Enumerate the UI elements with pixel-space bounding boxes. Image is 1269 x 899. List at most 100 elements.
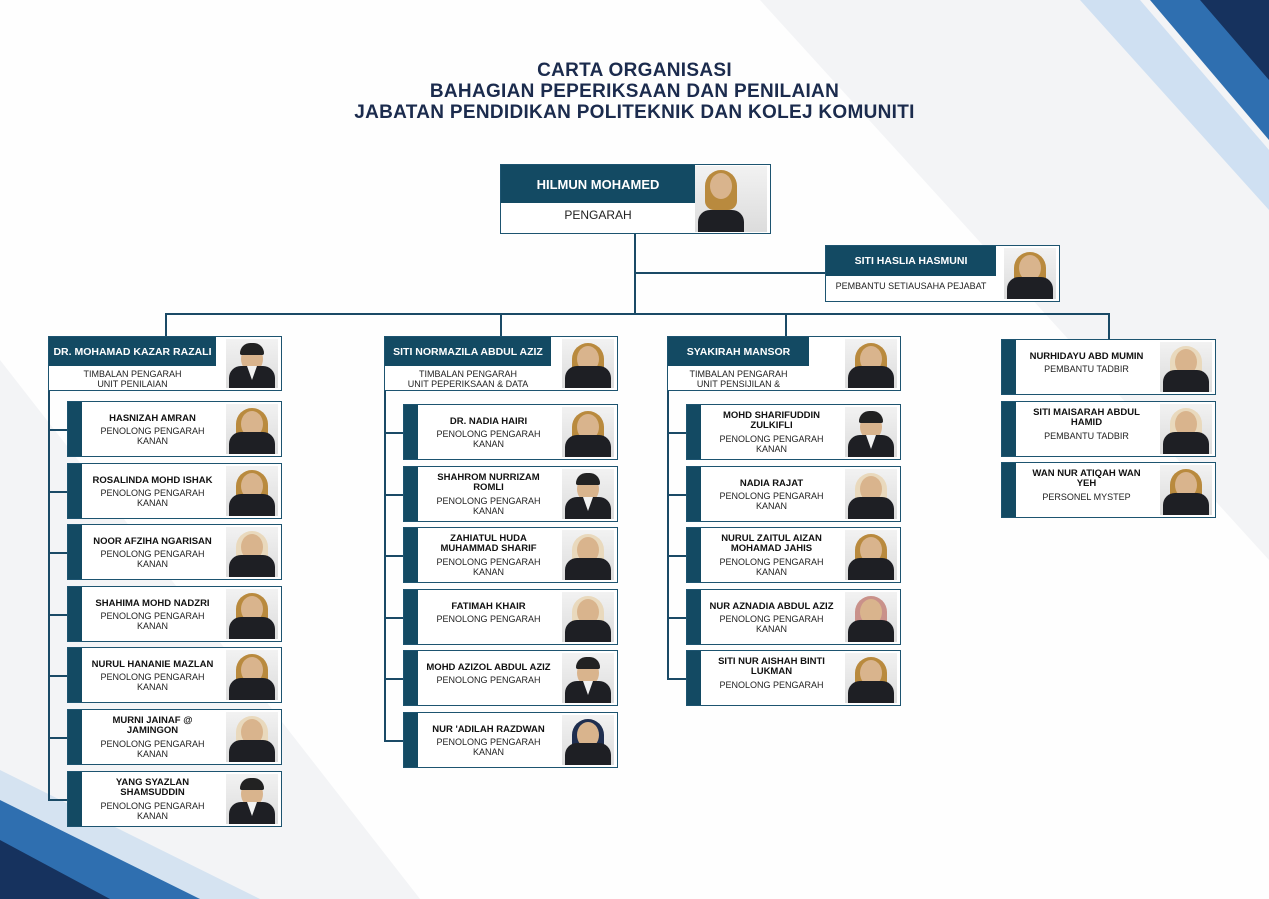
person-photo xyxy=(845,592,897,642)
person-photo xyxy=(845,469,897,519)
staff-card[interactable]: ROSALINDA MOHD ISHAK PENOLONG PENGARAH KA… xyxy=(67,463,282,519)
connector-line xyxy=(384,432,403,434)
card-accent-bar xyxy=(68,772,82,826)
person-photo xyxy=(845,530,897,580)
person-photo xyxy=(226,466,278,516)
card-accent-bar xyxy=(68,525,82,579)
person-photo xyxy=(845,653,897,703)
staff-role: PENOLONG PENGARAH KANAN xyxy=(100,426,205,447)
connector-line xyxy=(667,678,686,680)
person-photo xyxy=(845,407,897,457)
connector-line xyxy=(48,429,67,431)
connector-line xyxy=(384,678,403,680)
deputy-role: TIMBALAN PENGARAH UNIT PENILAIAN xyxy=(83,369,182,390)
connector-line xyxy=(48,737,67,739)
staff-name: ROSALINDA MOHD ISHAK xyxy=(92,475,213,486)
card-accent-bar xyxy=(687,651,701,705)
staff-role: PENOLONG PENGARAH KANAN xyxy=(100,549,205,570)
staff-role: PENOLONG PENGARAH KANAN xyxy=(100,801,205,822)
card-accent-bar xyxy=(687,467,701,521)
person-photo xyxy=(226,712,278,762)
person-photo xyxy=(1160,404,1212,454)
connector-line xyxy=(1108,313,1110,339)
assistant-name: SITI HASLIA HASMUNI xyxy=(826,246,996,276)
card-accent-bar xyxy=(68,587,82,641)
connector-line xyxy=(165,313,1108,315)
person-photo xyxy=(562,715,614,765)
card-accent-bar xyxy=(1002,463,1016,517)
deputy-name: SITI NORMAZILA ABDUL AZIZ xyxy=(385,337,551,366)
person-photo xyxy=(226,774,278,824)
staff-role: PENOLONG PENGARAH xyxy=(719,680,824,690)
card-accent-bar xyxy=(404,528,418,582)
staff-role: PENOLONG PENGARAH KANAN xyxy=(719,491,824,512)
staff-name: SITI NUR AISHAH BINTI LUKMAN xyxy=(718,656,825,678)
deputy-director-card[interactable]: SITI NORMAZILA ABDUL AZIZ TIMBALAN PENGAR… xyxy=(384,336,618,391)
connector-line xyxy=(785,313,787,337)
person-photo xyxy=(562,469,614,519)
card-accent-bar xyxy=(687,405,701,459)
title-line-3: JABATAN PENDIDIKAN POLITEKNIK DAN KOLEJ … xyxy=(354,102,915,123)
staff-card[interactable]: SITI NUR AISHAH BINTI LUKMAN PENOLONG PEN… xyxy=(686,650,901,706)
deputy-name: DR. MOHAMAD KAZAR RAZALI xyxy=(49,337,216,366)
connector-line xyxy=(384,391,386,740)
staff-name: YANG SYAZLAN SHAMSUDDIN xyxy=(115,777,190,799)
deputy-director-card[interactable]: DR. MOHAMAD KAZAR RAZALI TIMBALAN PENGARA… xyxy=(48,336,282,391)
person-photo xyxy=(226,589,278,639)
staff-role: PENOLONG PENGARAH KANAN xyxy=(719,434,824,455)
staff-name: NURUL ZAITUL AIZAN MOHAMAD JAHIS xyxy=(721,533,822,555)
connector-line xyxy=(48,391,50,799)
connector-line xyxy=(48,799,67,801)
deputy-role: TIMBALAN PENGARAH UNIT PEPERIKSAAN & DAT… xyxy=(407,369,529,390)
staff-name: NURHIDAYU ABD MUMIN xyxy=(1029,351,1144,362)
staff-role: PEMBANTU TADBIR xyxy=(1044,431,1129,441)
connector-line xyxy=(667,617,686,619)
staff-name: SHAHIMA MOHD NADZRI xyxy=(95,598,210,609)
staff-role: PENOLONG PENGARAH KANAN xyxy=(100,739,205,760)
staff-role: PENOLONG PENGARAH KANAN xyxy=(100,672,205,693)
card-accent-bar xyxy=(1002,340,1016,394)
card-accent-bar xyxy=(404,405,418,459)
staff-name: NADIA RAJAT xyxy=(739,478,804,489)
staff-role: PENOLONG PENGARAH KANAN xyxy=(100,488,205,509)
deputy-name: SYAKIRAH MANSOR xyxy=(668,337,809,366)
staff-card[interactable]: NADIA RAJAT PENOLONG PENGARAH KANAN xyxy=(686,466,901,522)
staff-role: PENOLONG PENGARAH KANAN xyxy=(436,557,541,578)
connector-line xyxy=(48,491,67,493)
person-photo xyxy=(562,653,614,703)
connector-line xyxy=(384,555,403,557)
card-accent-bar xyxy=(687,528,701,582)
staff-role: PENOLONG PENGARAH KANAN xyxy=(436,496,541,517)
staff-name: ZAHIATUL HUDA MUHAMMAD SHARIF xyxy=(440,533,537,555)
staff-role: PENOLONG PENGARAH KANAN xyxy=(436,737,541,758)
connector-line xyxy=(500,313,502,337)
person-photo xyxy=(226,404,278,454)
card-accent-bar xyxy=(1002,402,1016,456)
person-photo xyxy=(1004,248,1056,299)
connector-line xyxy=(667,555,686,557)
staff-role: PENOLONG PENGARAH KANAN xyxy=(719,557,824,578)
director-role: PENGARAH xyxy=(564,208,632,222)
connector-line xyxy=(165,313,167,337)
